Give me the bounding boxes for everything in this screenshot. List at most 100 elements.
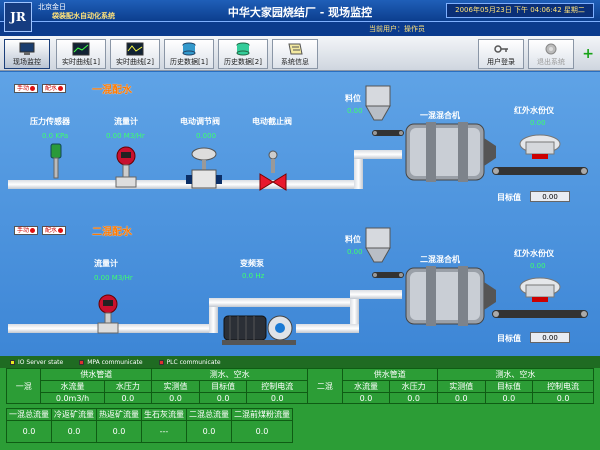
tab-realtime-curve-2[interactable]: 实时曲线[2] — [110, 39, 160, 69]
material-level-value: 0.00 — [347, 107, 363, 115]
feed-hopper-icon — [365, 227, 404, 278]
status-square-icon — [10, 359, 15, 365]
datetime-display: 2006年05月23日 下午 04:06:42 星期二 — [446, 3, 594, 18]
user-bar: 当前用户：操作员 — [0, 22, 600, 36]
status-square-icon — [158, 359, 164, 365]
regulating-valve-icon — [186, 147, 222, 189]
water-pipe — [354, 150, 363, 189]
tab-history-data-1[interactable]: 历史数据[1] — [164, 39, 214, 69]
manual-toggle[interactable]: 手动 — [14, 226, 39, 235]
flowmeter-label: 流量计 — [94, 259, 118, 268]
water-pipe — [350, 290, 402, 299]
current-user: 当前用户：操作员 — [369, 25, 425, 33]
vfd-pump-icon — [222, 315, 296, 345]
chart-icon — [126, 42, 144, 56]
water-pipe — [8, 180, 363, 189]
line1-controls: 手动 配水 — [14, 83, 67, 94]
water-pipe — [209, 298, 359, 307]
cutoff-valve-icon — [259, 150, 287, 191]
conveyor-belt-icon — [492, 167, 588, 175]
tab-realtime-curve-1[interactable]: 实时曲线[1] — [56, 39, 106, 69]
plc-status: PLC communicate — [158, 359, 221, 366]
line1-title: 一混配水 — [92, 85, 132, 96]
company-logo: JR — [4, 2, 32, 32]
vfd-pump-label: 变频泵 — [240, 259, 264, 268]
ir-moisture-meter-icon — [519, 134, 561, 159]
target-value-field[interactable]: 0.00 — [530, 191, 570, 202]
water-pipe — [350, 298, 359, 333]
flowmeter-label: 流量计 — [114, 117, 138, 126]
line1-row-header: 一混 — [5, 368, 42, 404]
mixer2-label: 二混混合机 — [420, 255, 460, 264]
water-toggle[interactable]: 配水 — [42, 226, 67, 235]
process-area: 手动 配水 一混配水 压力传感器 0.0 KPa 流量计 0.00 M3/Hr … — [0, 72, 600, 356]
database-icon — [182, 42, 196, 56]
ir-moisture-label: 红外水份仪 — [514, 106, 554, 115]
info-icon — [288, 43, 303, 55]
target-label: 目标值 — [497, 193, 521, 202]
status-lamp-icon — [30, 228, 36, 233]
title-bar: JR 北京金日 袋装配水自动化系统 中华大家园烧结厂 - 现场监控 2006年0… — [0, 0, 600, 32]
exit-icon — [545, 43, 557, 55]
regulating-valve-label: 电动调节阀 — [180, 117, 220, 126]
mixer-drum-icon — [405, 266, 496, 326]
flowmeter-icon — [115, 146, 137, 188]
target-value-field[interactable]: 0.00 — [530, 332, 570, 343]
user-login-button[interactable]: 用户登录 — [478, 39, 524, 69]
exit-system-button[interactable]: 退出系统 — [528, 39, 574, 69]
material-level-label: 料位 — [345, 235, 361, 244]
line2-controls: 手动 配水 — [14, 225, 67, 236]
database-icon — [236, 42, 250, 56]
line2-title: 二混配水 — [92, 227, 132, 238]
feed-hopper-icon — [365, 85, 404, 136]
water-pipe — [354, 150, 402, 159]
pressure-sensor-icon — [50, 143, 62, 179]
material-level-value: 0.00 — [347, 248, 363, 256]
ir-moisture-meter-icon — [519, 277, 561, 302]
tab-system-info[interactable]: 系统信息 — [272, 39, 318, 69]
user-login-icon — [494, 45, 508, 53]
cutoff-valve-label: 电动截止阀 — [252, 117, 292, 126]
vfd-pump-value: 0.0 Hz — [242, 272, 265, 280]
system-name: 袋装配水自动化系统 — [52, 12, 115, 20]
mix-data-table: 一混 供水管道 测水、空水 二混 供水管道 测水、空水 水流量水压力实测值目标值… — [5, 368, 595, 404]
status-square-icon — [79, 359, 85, 365]
material-level-label: 料位 — [345, 94, 361, 103]
status-lamp-icon — [58, 86, 64, 91]
mixer-drum-icon — [405, 122, 496, 182]
regulating-valve-value: 0.000 — [196, 132, 217, 140]
page-title: 中华大家园烧结厂 - 现场监控 — [227, 6, 373, 19]
data-panel: 一混 供水管道 测水、空水 二混 供水管道 测水、空水 水流量水压力实测值目标值… — [0, 368, 600, 450]
flowmeter-icon — [97, 294, 119, 334]
line2-row-header: 二混 — [307, 368, 343, 404]
ir-moisture-value: 0.00 — [530, 119, 546, 127]
status-bar: IO Server state MPA communicate PLC comm… — [0, 356, 600, 368]
tab-history-data-2[interactable]: 历史数据[2] — [218, 39, 268, 69]
flowmeter-value: 0.00 M3/Hr — [106, 132, 145, 140]
pressure-value: 0.0 KPa — [42, 132, 69, 140]
company-name: 北京金日 — [38, 3, 66, 11]
status-lamp-icon — [58, 228, 64, 233]
manual-toggle[interactable]: 手动 — [14, 84, 39, 93]
monitor-icon — [19, 42, 35, 55]
water-pipe — [209, 298, 218, 333]
target-label: 目标值 — [497, 334, 521, 343]
mixer1-label: 一混混合机 — [420, 111, 460, 120]
mpa-status: MPA communicate — [79, 359, 143, 366]
water-toggle[interactable]: 配水 — [42, 84, 67, 93]
conveyor-belt-icon — [492, 310, 588, 318]
status-lamp-icon — [30, 86, 36, 91]
pressure-sensor-label: 压力传感器 — [30, 117, 70, 126]
io-server-status: IO Server state — [10, 359, 63, 366]
flowmeter-value: 0.00 M3/Hr — [94, 274, 133, 282]
add-icon[interactable]: + — [582, 46, 594, 62]
ir-moisture-value: 0.00 — [530, 262, 546, 270]
toolbar: 现场监控 实时曲线[1] 实时曲线[2] 历史数据[1] 历史数据[2] 系统信… — [0, 36, 600, 71]
ir-moisture-label: 红外水份仪 — [514, 249, 554, 258]
chart-icon — [72, 42, 90, 56]
tab-site-monitor[interactable]: 现场监控 — [4, 39, 50, 69]
water-pipe — [296, 324, 359, 333]
